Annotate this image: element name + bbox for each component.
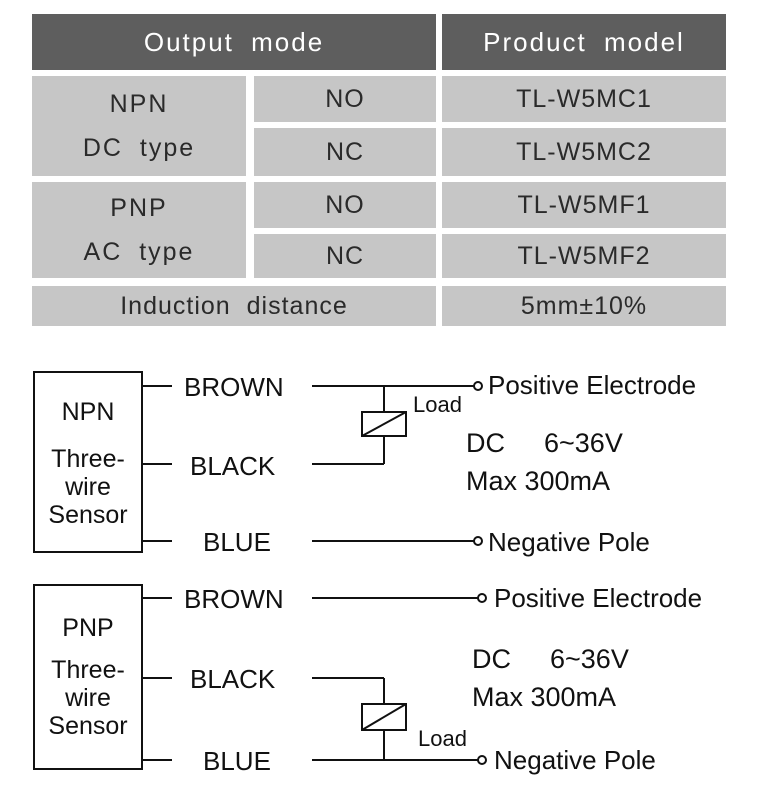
npn-negative-terminal bbox=[473, 536, 483, 546]
model-cell: TL-W5MF2 bbox=[442, 234, 726, 278]
npn-positive-terminal bbox=[473, 381, 483, 391]
state-cell: NO bbox=[254, 182, 436, 228]
npn-sensor-type: NPN bbox=[62, 398, 115, 426]
npn-load-slash bbox=[361, 411, 407, 437]
group-line1: NPN bbox=[109, 90, 169, 118]
state-cell: NC bbox=[254, 128, 436, 176]
npn-blue-label: BLUE bbox=[203, 527, 271, 557]
pnp-sensor-line4: Sensor bbox=[48, 712, 127, 740]
model-cell: TL-W5MC1 bbox=[442, 76, 726, 122]
npn-sensor-line4: Sensor bbox=[48, 501, 127, 529]
npn-supply-voltage: 6~36V bbox=[544, 428, 623, 458]
group-line2: AC type bbox=[83, 238, 195, 266]
npn-brown-label: BROWN bbox=[184, 372, 284, 402]
pnp-supply-voltage: 6~36V bbox=[550, 644, 629, 674]
group-line2: DC type bbox=[82, 134, 196, 162]
npn-sensor-box bbox=[33, 371, 143, 553]
pnp-load-slash bbox=[361, 703, 407, 731]
pnp-negative-label: Negative Pole bbox=[494, 745, 656, 775]
npn-sensor-line3: wire bbox=[64, 473, 111, 501]
pnp-sensor-line2: Three- bbox=[51, 656, 125, 684]
induction-distance-label: Induction distance bbox=[32, 286, 436, 326]
header-product-model: Product model bbox=[442, 14, 726, 70]
spec-table: Output mode Product model NPN DC type NO… bbox=[0, 0, 760, 330]
npn-supply-current: Max 300mA bbox=[466, 466, 610, 496]
pnp-positive-terminal bbox=[477, 593, 487, 603]
state-cell: NO bbox=[254, 76, 436, 122]
header-output-mode: Output mode bbox=[32, 14, 436, 70]
npn-load-label: Load bbox=[413, 392, 462, 417]
pnp-brown-label: BROWN bbox=[184, 584, 284, 614]
pnp-blue-label: BLUE bbox=[203, 746, 271, 776]
npn-supply-prefix: DC bbox=[466, 428, 505, 458]
model-cell: TL-W5MC2 bbox=[442, 128, 726, 176]
npn-black-label: BLACK bbox=[190, 451, 276, 481]
npn-sensor-line2: Three- bbox=[51, 445, 125, 473]
pnp-sensor-line3: wire bbox=[64, 684, 111, 712]
pnp-supply-prefix: DC bbox=[472, 644, 511, 674]
npn-negative-label: Negative Pole bbox=[488, 527, 650, 557]
npn-positive-label: Positive Electrode bbox=[488, 370, 696, 400]
pnp-load-label: Load bbox=[418, 726, 467, 751]
group-pnp-ac-type: PNP AC type bbox=[32, 182, 246, 278]
state-cell: NC bbox=[254, 234, 436, 278]
induction-distance-value: 5mm±10% bbox=[442, 286, 726, 326]
wiring-svg: NPN Three- wire Sensor BROWN BLACK BLUE … bbox=[33, 370, 702, 776]
pnp-black-label: BLACK bbox=[190, 664, 276, 694]
model-cell: TL-W5MF1 bbox=[442, 182, 726, 228]
pnp-supply-current: Max 300mA bbox=[472, 682, 616, 712]
group-npn-dc-type: NPN DC type bbox=[32, 76, 246, 176]
pnp-negative-terminal bbox=[477, 755, 487, 765]
wiring-diagrams: NPN Three- wire Sensor BROWN BLACK BLUE … bbox=[0, 340, 760, 798]
pnp-sensor-type: PNP bbox=[62, 614, 113, 642]
pnp-positive-label: Positive Electrode bbox=[494, 583, 702, 613]
group-line1: PNP bbox=[110, 194, 168, 222]
